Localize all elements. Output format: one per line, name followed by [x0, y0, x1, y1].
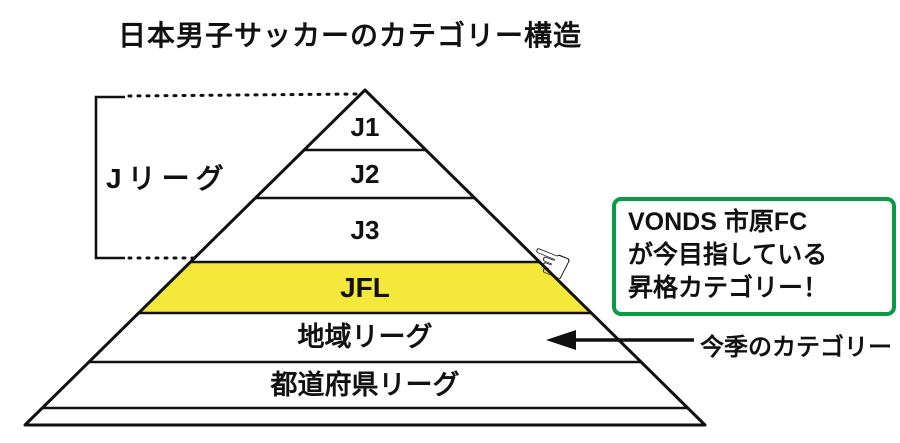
jfl-highlight-band: [139, 262, 591, 313]
callout-line-1: VONDS 市原FC: [628, 208, 808, 236]
pyramid-level-label-jfl: JFL: [340, 272, 390, 303]
bracket-dotted-line-top: [127, 92, 358, 98]
current-category-label: 今季のカテゴリー: [700, 334, 892, 361]
pyramid-level-label-regional-league: 地域リーグ: [297, 322, 433, 352]
pyramid-level-label-j2: J2: [350, 159, 380, 189]
callout-box: VONDS 市原FC が今目指している 昇格カテゴリー！: [612, 197, 896, 316]
callout-line-2: が今目指している: [628, 241, 828, 269]
pyramid-level-label-j1: J1: [350, 112, 380, 142]
jleague-bracket: [94, 95, 125, 260]
current-category-arrow-head: [546, 330, 576, 350]
pyramid-level-label-j3: J3: [350, 215, 380, 245]
diagram-title: 日本男子サッカーのカテゴリー構造: [118, 20, 583, 51]
callout-line-3: 昇格カテゴリー！: [628, 274, 829, 302]
jleague-bracket-label: Jリーグ: [106, 163, 230, 194]
pyramid-level-label-prefectural-league: 都道府県リーグ: [270, 370, 460, 400]
